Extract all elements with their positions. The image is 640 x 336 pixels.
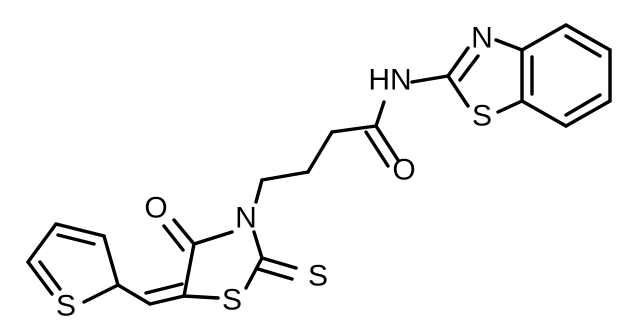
atom-label-n-thiazole: N bbox=[471, 22, 493, 55]
atom-label-n-ring: N bbox=[235, 202, 257, 235]
methylidene-bridge bbox=[116, 282, 186, 306]
atom-label-nh: HN bbox=[368, 64, 411, 97]
thiazole-ring bbox=[446, 38, 524, 114]
atom-label-s-ring: S bbox=[222, 284, 242, 317]
thiophene-ring bbox=[26, 222, 120, 304]
atom-label-o-ketone: O bbox=[144, 192, 167, 225]
benzene-ring bbox=[520, 23, 612, 128]
amide-group bbox=[364, 74, 450, 168]
atom-labels: HN N S O O N S S S bbox=[56, 22, 493, 323]
atom-label-s-thiophene: S bbox=[56, 290, 76, 323]
atom-label-s-thiazole: S bbox=[472, 100, 492, 133]
thiazolidinone-ring bbox=[162, 218, 298, 300]
alkyl-chain bbox=[254, 124, 378, 204]
atom-label-o-amide: O bbox=[392, 154, 415, 187]
atom-label-s-thione: S bbox=[308, 260, 328, 293]
